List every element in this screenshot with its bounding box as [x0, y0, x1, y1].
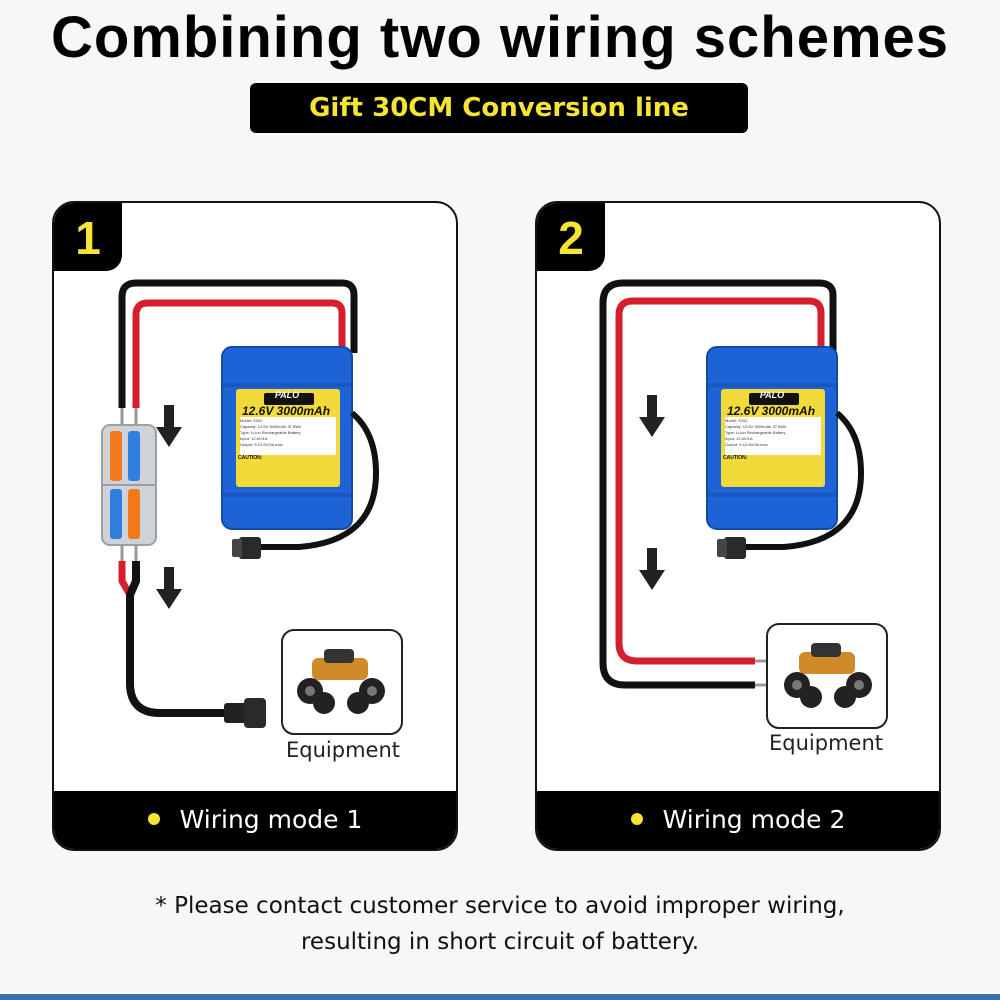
red-wire [132, 299, 346, 408]
black-wire [599, 279, 837, 689]
page-title: Combining two wiring schemes [50, 5, 950, 70]
panel-number-badge: 1 [54, 203, 122, 271]
wiring-diagram-1 [101, 279, 403, 735]
battery-pack [706, 346, 838, 530]
battery-output-wire [739, 410, 865, 550]
battery-spec: 12.6V 3000mAh [241, 404, 331, 418]
dc-jack-battery [717, 537, 746, 559]
equipment-label: Equipment [286, 738, 400, 762]
wiring-warning-note: * Please contact customer service to avo… [0, 888, 1000, 960]
bottom-accent-bar [0, 994, 1000, 1000]
panel-number-badge: 2 [537, 203, 605, 271]
wiring-panel-1: 1 Equipment Wiring mode 1 [52, 201, 458, 851]
subtitle-banner: Gift 30CM Conversion line [250, 83, 748, 133]
footer-label: Wiring mode 2 [662, 805, 846, 834]
panel-footer: Wiring mode 1 [54, 791, 456, 849]
note-line-1: * Please contact customer service to avo… [155, 893, 845, 919]
battery-spec: 12.6V 3000mAh [726, 404, 816, 418]
battery-brand: PALO [759, 390, 785, 400]
arrow-down-icon [639, 395, 665, 590]
panel-footer: Wiring mode 2 [537, 791, 939, 849]
battery-output-wire [254, 410, 380, 550]
bullet-dot-icon [630, 813, 643, 825]
footer-label: Wiring mode 1 [179, 805, 363, 834]
conversion-black-wire [126, 561, 224, 717]
equipment-box [766, 623, 888, 729]
wiring-diagram-2 [599, 279, 888, 729]
conversion-red-wire [118, 561, 134, 597]
bullet-dot-icon [147, 813, 160, 825]
lever-connector [101, 424, 157, 546]
equipment-box [281, 629, 403, 735]
battery-caution: CAUTION: [723, 455, 748, 461]
dc-plug-output [224, 698, 266, 728]
equipment-label: Equipment [769, 731, 883, 755]
rc-car-icon [784, 643, 872, 708]
note-line-2: resulting in short circuit of battery. [300, 929, 700, 955]
battery-pack [221, 346, 353, 530]
dc-jack-battery [232, 537, 261, 559]
battery-caution: CAUTION: [238, 455, 263, 461]
arrow-down-icon [156, 405, 182, 609]
black-wire [118, 279, 358, 408]
wiring-panel-2: 2 Equipment Wiring mode 2 [535, 201, 941, 851]
battery-brand: PALO [274, 390, 300, 400]
red-wire [615, 297, 825, 665]
rc-car-icon [297, 649, 385, 714]
